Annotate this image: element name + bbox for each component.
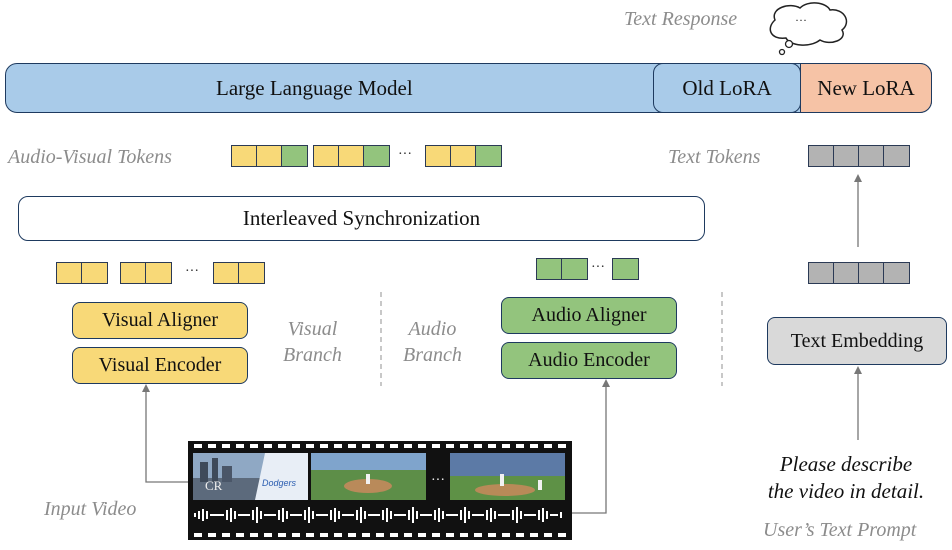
svg-text:CR: CR — [205, 478, 223, 493]
new-lora-block: New LoRA — [800, 63, 932, 113]
audio-arrowhead — [602, 379, 610, 387]
text-token — [883, 145, 910, 167]
text-token — [858, 262, 885, 284]
audio-tokens-ellipsis: ··· — [591, 260, 605, 275]
text-response-label: Text Response — [624, 8, 738, 30]
text-token — [808, 145, 835, 167]
visual-encoder-block: Visual Encoder — [72, 347, 248, 384]
av-token — [281, 145, 308, 167]
text-embedding-block: Text Embedding — [767, 317, 947, 365]
av-token — [231, 145, 258, 167]
video-to-visual-encoder-line — [145, 390, 188, 483]
user-prompt-text: Please describe the video in detail. — [748, 451, 944, 505]
visual-token — [238, 262, 265, 284]
audio-to-audio-encoder-line — [572, 385, 607, 514]
visual-token — [120, 262, 147, 284]
audio-branch-label: Audio Branch — [403, 316, 462, 368]
film-sprocket-holes-top — [194, 444, 566, 448]
av-token — [338, 145, 365, 167]
av-token — [425, 145, 452, 167]
visual-tokens-ellipsis: ··· — [185, 264, 199, 279]
input-video-label: Input Video — [44, 498, 137, 520]
thought-dot-1 — [784, 39, 794, 49]
text-embedding-label: Text Embedding — [790, 329, 924, 352]
av-token — [313, 145, 340, 167]
thought-bubble-text: ··· — [795, 13, 807, 27]
user-prompt-caption: User’s Text Prompt — [763, 519, 917, 541]
text-tokens-arrowhead — [854, 174, 862, 182]
user-prompt-line1: Please describe — [779, 452, 913, 476]
av-token — [256, 145, 283, 167]
av-tokens-label: Audio-Visual Tokens — [8, 146, 172, 168]
text-token — [833, 145, 860, 167]
interleaved-sync-label: Interleaved Synchronization — [242, 206, 481, 230]
new-lora-label: New LoRA — [817, 75, 915, 100]
visual-token — [145, 262, 172, 284]
visual-token — [81, 262, 108, 284]
audio-encoder-block: Audio Encoder — [501, 342, 677, 379]
av-token — [475, 145, 502, 167]
visual-token — [213, 262, 240, 284]
audio-aligner-label: Audio Aligner — [531, 304, 647, 326]
visual-token — [56, 262, 83, 284]
film-sprocket-holes-bottom — [194, 533, 566, 537]
visual-aligner-block: Visual Aligner — [72, 302, 248, 339]
embedding-arrowhead — [854, 366, 862, 374]
visual-branch-label-line2: Branch — [283, 344, 342, 366]
visual-branch-label-line1: Visual — [287, 318, 338, 340]
thought-dot-2 — [778, 48, 786, 56]
svg-text:Dodgers: Dodgers — [262, 478, 297, 488]
audio-encoder-label: Audio Encoder — [528, 349, 650, 371]
interleaved-sync-block: Interleaved Synchronization — [18, 196, 705, 241]
text-token — [833, 262, 860, 284]
text-token — [883, 262, 910, 284]
text-token — [808, 262, 835, 284]
text-token — [858, 145, 885, 167]
old-lora-label: Old LoRA — [682, 75, 772, 100]
audio-aligner-block: Audio Aligner — [501, 297, 677, 334]
video-frame-3 — [450, 453, 565, 500]
audio-waveform — [194, 507, 562, 523]
visual-arrowhead — [142, 384, 150, 392]
av-token — [450, 145, 477, 167]
visual-encoder-label: Visual Encoder — [98, 354, 222, 376]
audio-token — [536, 258, 563, 280]
av-tokens-ellipsis: ··· — [398, 147, 412, 162]
text-tokens-label: Text Tokens — [668, 146, 761, 168]
video-ellipsis: ··· — [431, 473, 445, 488]
visual-aligner-label: Visual Aligner — [101, 309, 218, 331]
audio-branch-label-line2: Branch — [403, 344, 462, 366]
video-frame-1: CR Dodgers — [193, 453, 308, 500]
video-frame-2 — [311, 453, 426, 500]
thought-bubble — [769, 2, 848, 46]
llm-label: Large Language Model — [216, 76, 413, 100]
audio-token — [612, 258, 639, 280]
visual-branch-label: Visual Branch — [283, 316, 342, 368]
audio-branch-label-line1: Audio — [408, 318, 457, 340]
user-prompt-line2: the video in detail. — [767, 479, 925, 503]
audio-token — [561, 258, 588, 280]
av-token — [363, 145, 390, 167]
old-lora-block: Old LoRA — [653, 63, 801, 113]
